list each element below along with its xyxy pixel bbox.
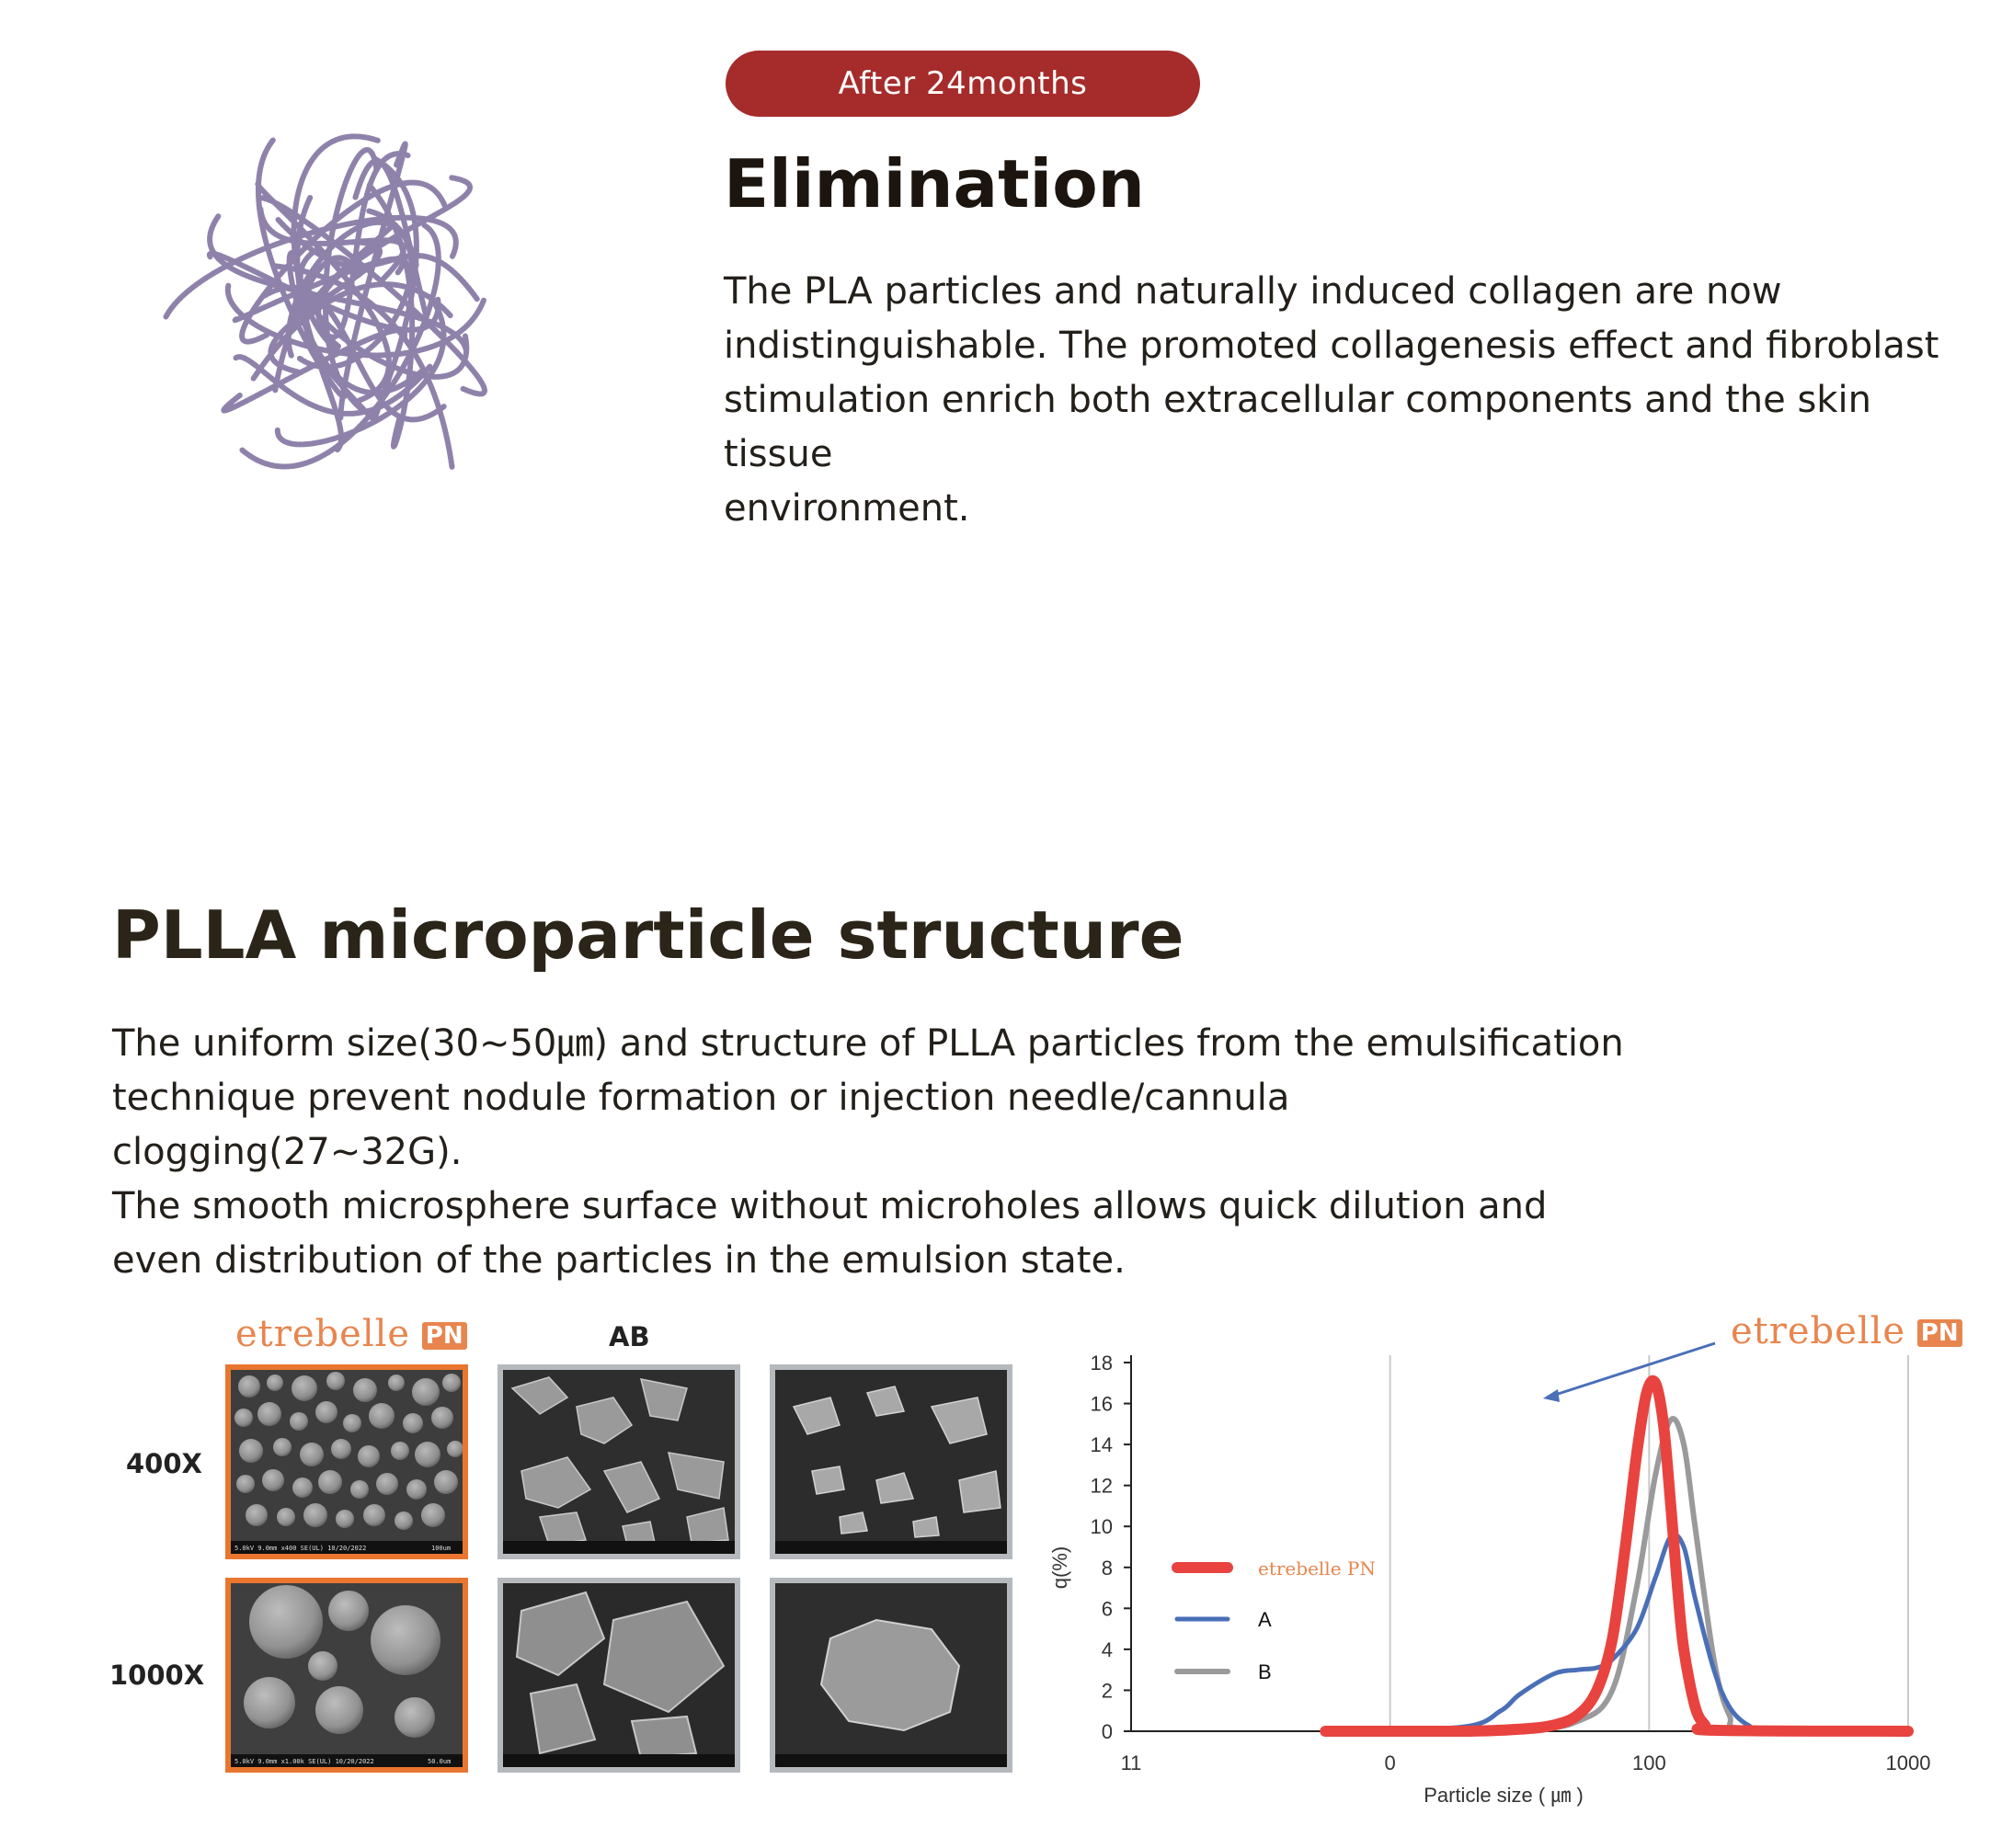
x-tick-label: 100 (1632, 1751, 1666, 1774)
series-line-etrebelle (1320, 1375, 1914, 1737)
legend-label: etrebelle PN (1258, 1557, 1376, 1580)
fiber-strand (274, 293, 447, 448)
plla-line: technique prevent nodule formation or in… (112, 1077, 1290, 1173)
y-tick-label: 4 (1102, 1638, 1113, 1661)
fiber-strand (272, 255, 363, 394)
y-tick-label: 12 (1091, 1475, 1113, 1498)
chart-annotation-logo: etrebelle PN (1731, 1310, 1962, 1352)
x-axis-label: Particle size ( ㎛ ) (1424, 1784, 1584, 1808)
annotation-logo-badge: PN (1916, 1319, 1962, 1347)
brand-logo: etrebelle PN (235, 1313, 467, 1355)
scale-caption: 5.0kV 9.0mm x1.00k SE(UL) 10/20/2022 (234, 1758, 374, 1765)
row-label-400x: 400X (126, 1448, 202, 1479)
sem-image-etrebelle-1000x: 5.0kV 9.0mm x1.00k SE(UL) 10/20/2022 50.… (225, 1578, 468, 1773)
annotation-logo-text: etrebelle (1731, 1310, 1906, 1352)
plla-description: The uniform size(30~50㎛) and structure o… (112, 1017, 1630, 1288)
y-tick-label: 18 (1091, 1352, 1113, 1375)
elimination-line: stimulation enrich both extracellular co… (724, 379, 1871, 475)
sem-image-a-1000x (498, 1578, 740, 1773)
annotation-arrowhead (1543, 1389, 1560, 1402)
x-tick-label: 1000 (1886, 1751, 1931, 1774)
x-tick-label: 11 (1121, 1751, 1142, 1774)
fiber-strand (225, 282, 487, 359)
brand-logo-text: etrebelle (235, 1313, 411, 1355)
scale-unit: 100um (431, 1545, 451, 1552)
elimination-description: The PLA particles and naturally induced … (724, 265, 1956, 536)
elimination-line: The PLA particles and naturally induced … (724, 270, 1782, 313)
sem-image-b-1000x (770, 1578, 1012, 1773)
fiber-strand (255, 180, 392, 404)
elimination-line: environment. (724, 487, 970, 530)
section-title-elimination: Elimination (724, 145, 1145, 222)
elimination-line: indistinguishable. The promoted collagen… (724, 325, 1939, 367)
y-tick-label: 2 (1102, 1679, 1113, 1702)
y-tick-label: 14 (1091, 1433, 1113, 1456)
plla-line: The smooth microsphere surface without m… (112, 1185, 1548, 1227)
fiber-strand (233, 354, 433, 416)
fiber-strand (163, 214, 459, 320)
scale-unit: 50.0um (428, 1758, 451, 1765)
fiber-strand (295, 208, 415, 371)
sem-image-etrebelle-400x: 5.0kV 9.0mm x400 SE(UL) 10/20/2022 100um (225, 1364, 468, 1559)
annotation-arrow (1546, 1341, 1716, 1399)
plla-line: even distribution of the particles in th… (112, 1239, 1126, 1282)
fiber-strand (239, 179, 449, 345)
row-label-1000x: 1000X (109, 1660, 205, 1691)
y-tick-label: 10 (1091, 1515, 1113, 1538)
legend-label: A (1258, 1608, 1272, 1631)
column-label-ab: AB (609, 1321, 650, 1352)
y-tick-label: 0 (1102, 1720, 1113, 1743)
fiber-strand (337, 141, 408, 422)
fiber-strand (318, 151, 411, 340)
fiber-strand (366, 182, 416, 450)
status-badge: After 24months (726, 51, 1200, 117)
series-line-a (1322, 1532, 1911, 1734)
y-tick-label: 6 (1102, 1597, 1113, 1620)
legend-label: B (1258, 1660, 1272, 1683)
sem-image-a-400x (498, 1364, 740, 1559)
scale-caption: 5.0kV 9.0mm x400 SE(UL) 10/20/2022 (234, 1545, 366, 1552)
fiber-illustration (138, 28, 598, 579)
y-axis-label: q(%) (1048, 1546, 1071, 1589)
plla-line: The uniform size(30~50㎛) and structure o… (112, 1022, 1624, 1065)
fiber-strand (294, 194, 345, 453)
particle-size-chart: 0 2 4 6 8 10 12 14 16 18 11 0 100 1000 q(%) Particle… (1039, 1301, 1968, 1816)
brand-logo-badge: PN (421, 1322, 467, 1350)
x-tick-label: 0 (1385, 1751, 1396, 1774)
section-title-plla: PLLA microparticle structure (112, 896, 1184, 974)
sem-image-b-400x (770, 1364, 1012, 1559)
fiber-strand (239, 222, 441, 470)
y-tick-label: 16 (1091, 1393, 1113, 1416)
y-tick-label: 8 (1102, 1557, 1113, 1580)
